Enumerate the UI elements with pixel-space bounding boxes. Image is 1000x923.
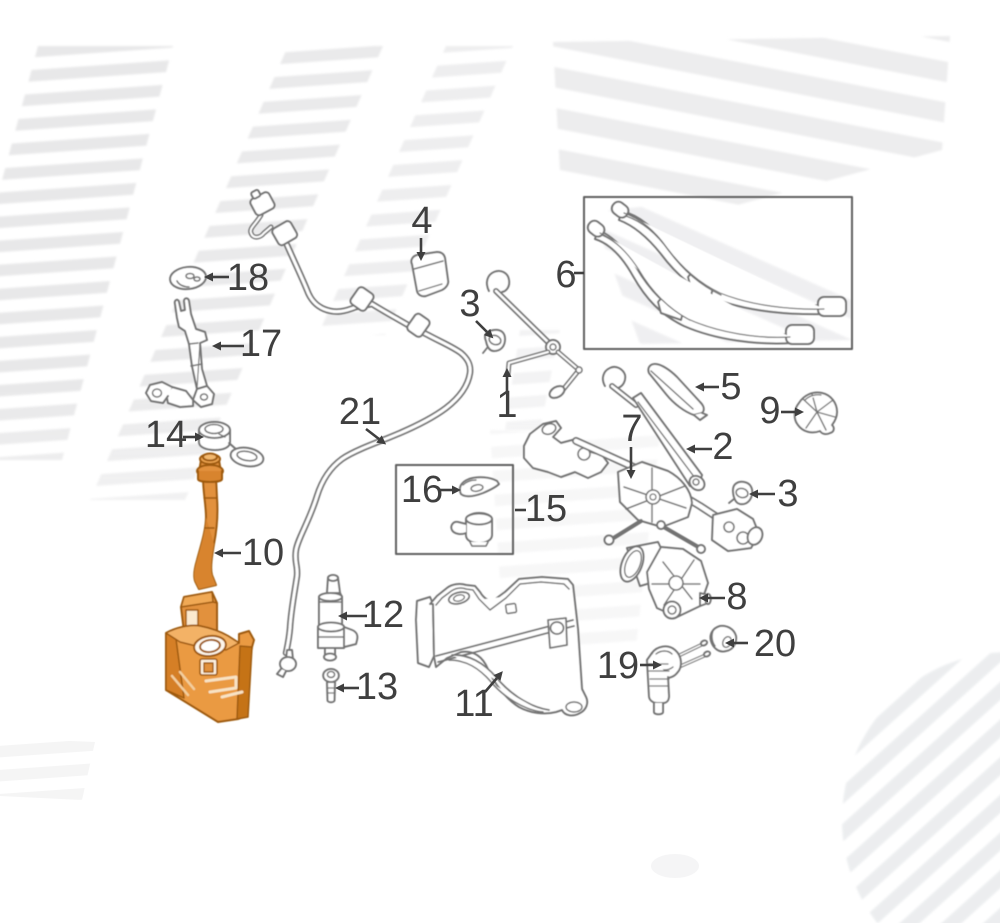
pump-seal-box <box>395 464 514 555</box>
part-label-7: 7 <box>621 408 642 450</box>
part-label-3b: 3 <box>777 473 798 515</box>
part-callout-3b: 3 <box>749 473 799 515</box>
part-label-21: 21 <box>339 391 381 433</box>
part-arrowhead-8 <box>699 593 708 603</box>
part-callout-8: 8 <box>699 576 748 618</box>
part-label-5: 5 <box>720 366 741 408</box>
part-2-wiper-arm <box>601 365 706 492</box>
part-arrowhead-13 <box>335 683 344 693</box>
part-leader-line-21 <box>365 427 380 441</box>
watermark-swath-1 <box>0 46 173 460</box>
part-10-washer-reservoir <box>165 452 255 723</box>
part-9-cap <box>793 391 838 436</box>
part-arrowhead-11 <box>493 671 503 681</box>
part-arrowhead-14 <box>195 432 204 442</box>
part-label-17: 17 <box>240 323 282 365</box>
watermark-disc <box>842 652 1000 923</box>
part-callout-9: 9 <box>759 390 804 432</box>
watermark-faint-blob <box>651 854 699 878</box>
part-leader-line-3a <box>475 320 488 333</box>
part-19-level-sensor <box>646 639 712 716</box>
part-arrowhead-5 <box>695 382 704 392</box>
part-callout-21: 21 <box>339 391 387 445</box>
part-callout-6: 6 <box>555 254 584 296</box>
part-1-wiper-arm <box>485 270 583 399</box>
part-callout-16: 16 <box>401 469 461 511</box>
part-label-6: 6 <box>555 254 576 296</box>
part-callout-19: 19 <box>597 645 662 687</box>
part-label-18: 18 <box>227 257 269 299</box>
pump-seal-box-group <box>395 464 514 555</box>
part-arrowhead-3a <box>483 328 494 339</box>
part-arrowhead-1 <box>502 368 512 377</box>
part-callout-14: 14 <box>145 414 204 456</box>
part-label-12: 12 <box>362 594 404 636</box>
part-21-washer-hose <box>248 189 474 678</box>
part-16-seal-grommet <box>450 512 493 547</box>
part-arrowhead-18 <box>204 272 213 282</box>
part-callout-15: 15 <box>515 488 567 530</box>
part-arrowhead-4 <box>416 252 426 261</box>
part-label-4: 4 <box>411 200 432 242</box>
part-callout-10: 10 <box>214 532 284 574</box>
part-11-shield-panel <box>415 576 589 717</box>
part-callout-7: 7 <box>621 408 643 479</box>
part-arrowhead-20 <box>725 638 734 648</box>
part-5-arm-cover <box>647 363 708 421</box>
part-6-wiper-blade-upper <box>610 200 847 317</box>
part-arrowhead-7 <box>626 470 636 479</box>
part-20-grommet-cap <box>709 624 738 653</box>
part-label-9: 9 <box>759 390 780 432</box>
part-callout-18: 18 <box>204 257 269 299</box>
part-callout-1: 1 <box>496 368 518 426</box>
part-label-3a: 3 <box>459 283 480 325</box>
part-callout-4: 4 <box>411 200 433 261</box>
part-label-2: 2 <box>712 426 733 468</box>
wiper-blades-box-group <box>583 196 853 350</box>
part-label-8: 8 <box>726 576 747 618</box>
part-arrowhead-21 <box>376 435 387 445</box>
watermark-bottom-left <box>0 738 95 800</box>
part-label-14: 14 <box>145 414 187 456</box>
part-4-pad <box>410 251 450 298</box>
part-13-bolt <box>322 668 340 704</box>
part-arrowhead-17 <box>212 341 221 351</box>
part-arrowhead-12 <box>338 611 347 621</box>
part-callout-11: 11 <box>454 671 503 725</box>
part-callout-3a: 3 <box>459 283 494 339</box>
part-12-washer-pump <box>317 574 359 662</box>
part-8-wiper-motor <box>619 541 712 620</box>
part-callout-17: 17 <box>212 323 282 365</box>
part-label-20: 20 <box>754 623 796 665</box>
part-6-wiper-blade-lower <box>586 219 815 345</box>
part-callout-20: 20 <box>725 623 796 665</box>
part-callout-13: 13 <box>335 666 398 708</box>
part-14-reservoir-cap <box>198 421 265 468</box>
part-arrowhead-3b <box>749 489 758 499</box>
watermark-block-right <box>553 36 950 215</box>
part-7-wiper-linkage <box>523 420 764 554</box>
part-arrowhead-19 <box>653 660 662 670</box>
part-arrowhead-2 <box>686 444 695 454</box>
part-label-1: 1 <box>496 384 517 426</box>
part-arrowhead-9 <box>795 407 804 417</box>
part-16-seal-gasket <box>458 476 500 498</box>
part-label-16: 16 <box>401 469 443 511</box>
part-callout-2: 2 <box>686 426 734 468</box>
part-label-13: 13 <box>356 666 398 708</box>
part-label-10: 10 <box>242 532 284 574</box>
part-label-19: 19 <box>597 645 639 687</box>
part-leader-line-11 <box>484 677 498 693</box>
part-callout-5: 5 <box>695 366 742 408</box>
part-arrowhead-10 <box>214 548 223 558</box>
part-17-bracket <box>145 297 215 408</box>
watermark-swath-3 <box>318 46 513 335</box>
part-callout-12: 12 <box>338 594 404 636</box>
part-label-15: 15 <box>525 488 567 530</box>
part-arrowhead-16 <box>452 485 461 495</box>
